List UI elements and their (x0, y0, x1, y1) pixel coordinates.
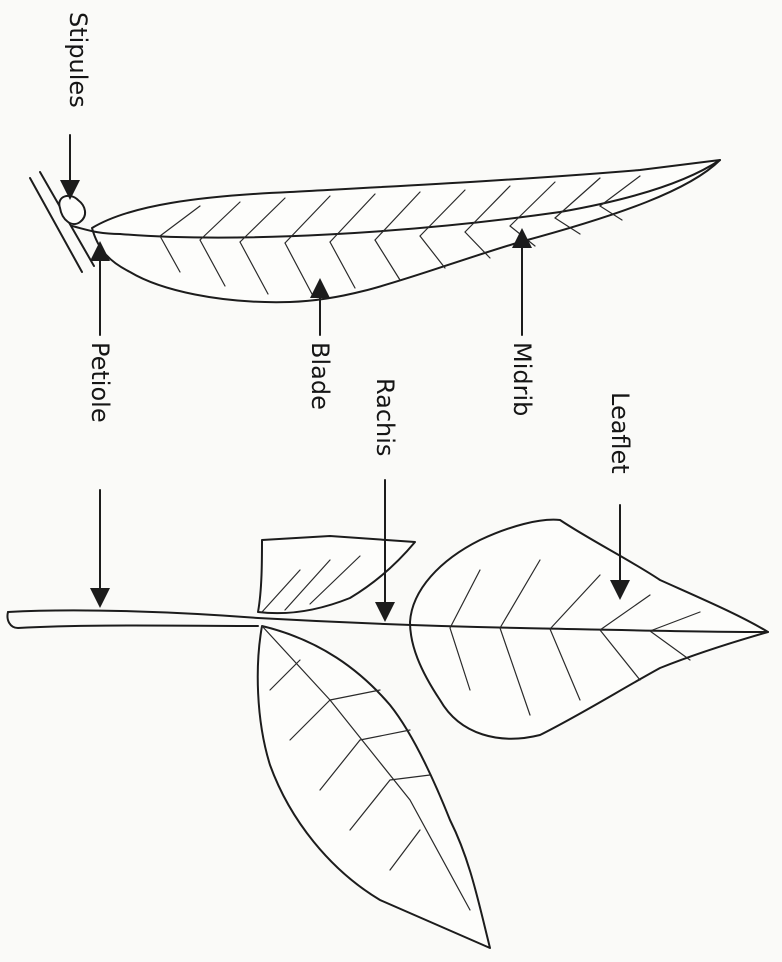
label-blade: Blade (306, 342, 334, 410)
label-midrib: Midrib (508, 342, 536, 416)
twig (30, 172, 94, 272)
compound-leaf (7, 520, 768, 948)
simple-leaf (30, 160, 720, 302)
stipules-shape (59, 196, 85, 224)
leaflet-top-left (258, 536, 415, 613)
label-petiole: Petiole (86, 342, 114, 423)
label-leaflet: Leaflet (606, 392, 634, 474)
label-rachis: Rachis (371, 378, 399, 456)
label-stipules: Stipules (64, 12, 92, 108)
leaf-blade (92, 160, 720, 302)
